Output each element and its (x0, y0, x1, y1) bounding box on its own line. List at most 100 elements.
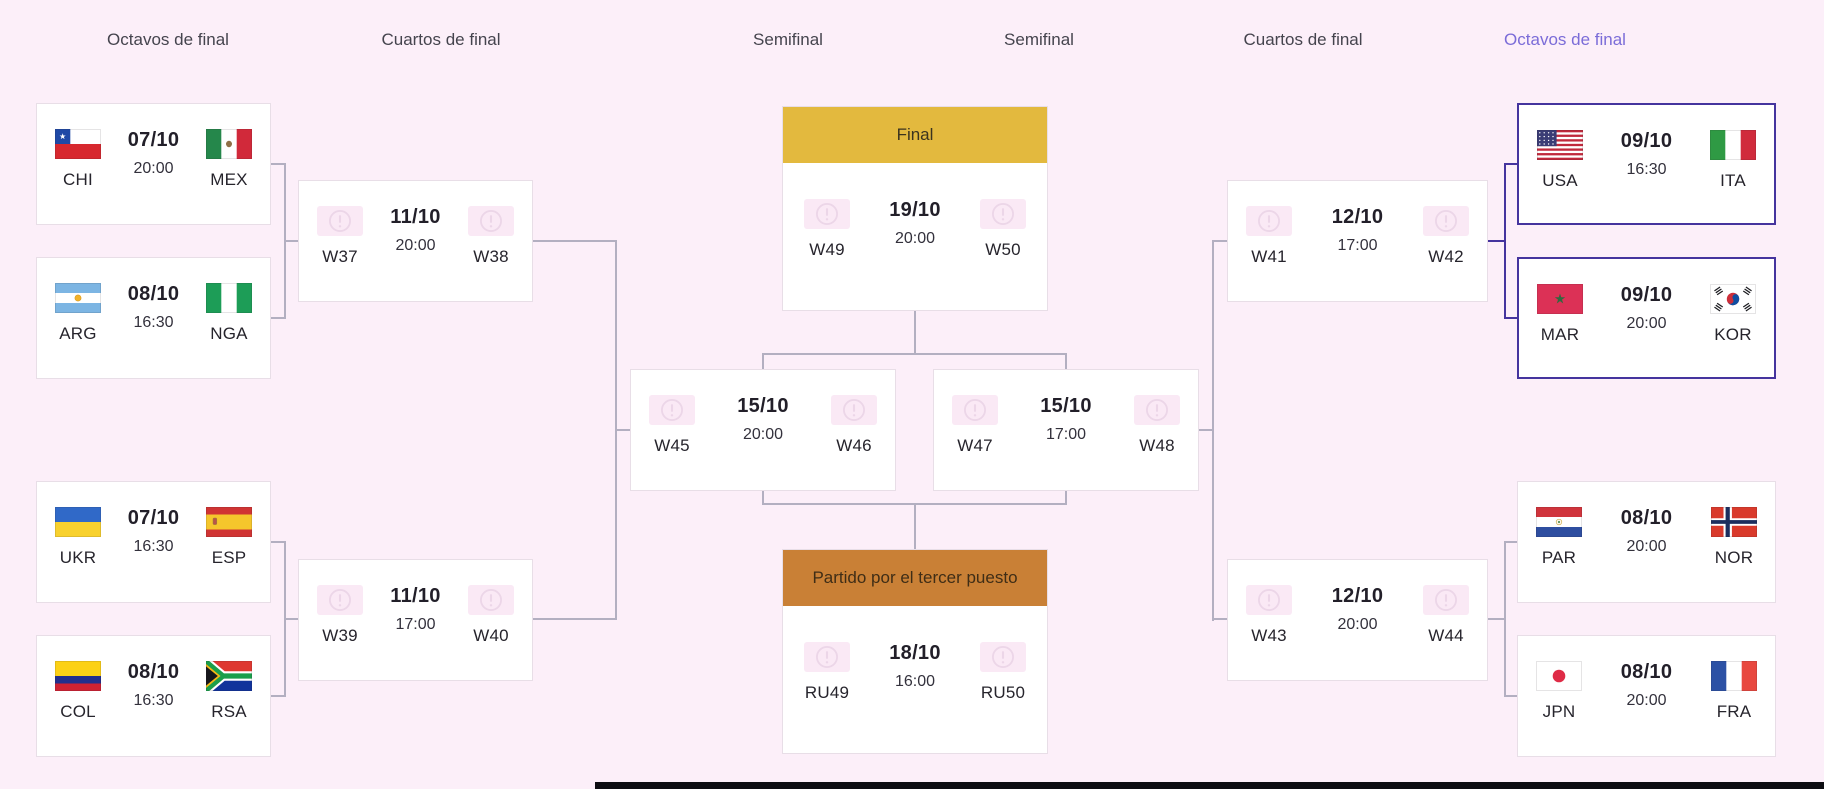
match-time: 20:00 (1337, 616, 1378, 633)
match-time: 17:00 (1337, 237, 1378, 254)
match-date: 08/10 (127, 283, 180, 305)
italy-flag-icon (1710, 130, 1756, 160)
connector-line (1506, 695, 1517, 697)
connector-line (284, 541, 286, 697)
connector-line (1199, 429, 1213, 431)
bottom-edge-bar (595, 782, 1824, 789)
team-code: JPN (1542, 702, 1576, 721)
mexico-flag-icon (206, 129, 252, 159)
morocco-flag-icon (1537, 284, 1583, 314)
connector-line (1214, 618, 1227, 620)
ukraine-flag-icon (55, 507, 101, 537)
match-time: 16:30 (133, 692, 174, 709)
round-header-semifinal-right[interactable]: Semifinal (1004, 30, 1074, 49)
team-code: ITA (1720, 171, 1746, 190)
team-code: USA (1542, 171, 1578, 190)
round-header-cuartos-left[interactable]: Cuartos de final (381, 30, 501, 49)
match-date: 12/10 (1331, 206, 1384, 228)
paraguay-flag-icon (1536, 507, 1582, 537)
norway-flag-icon (1711, 507, 1757, 537)
team-code: PAR (1541, 548, 1577, 567)
match-date: 09/10 (1620, 284, 1673, 306)
team-code: W50 (985, 240, 1021, 259)
argentina-flag-icon (55, 283, 101, 313)
team-code: UKR (59, 548, 97, 567)
round-header-octavos-right-active[interactable]: Octavos de final (1504, 30, 1626, 49)
pending-team-icon (831, 395, 877, 425)
match-date: 19/10 (889, 199, 941, 221)
match-date: 18/10 (889, 642, 941, 664)
round-header-octavos-left[interactable]: Octavos de final (107, 30, 229, 49)
team-code: RU50 (980, 683, 1026, 702)
connector-line (762, 353, 1067, 355)
match-time: 20:00 (1626, 692, 1667, 709)
team-code: NGA (210, 324, 248, 343)
connector-line (271, 163, 286, 165)
match-time: 20:00 (395, 237, 436, 254)
team-code: W49 (809, 240, 845, 259)
pending-team-icon (317, 585, 363, 615)
team-code: W37 (322, 247, 358, 266)
match-time: 20:00 (133, 160, 174, 177)
connector-line (762, 353, 764, 369)
team-code: FRA (1716, 702, 1752, 721)
match-date: 09/10 (1620, 130, 1673, 152)
round-header-cuartos-right[interactable]: Cuartos de final (1243, 30, 1363, 49)
connector-line (1065, 353, 1067, 369)
pending-team-icon (467, 585, 514, 615)
team-code: CHI (63, 170, 93, 189)
connector-line (615, 240, 617, 620)
match-date: 12/10 (1331, 585, 1384, 607)
usa-flag-icon (1537, 130, 1583, 160)
pending-team-icon (804, 642, 850, 672)
match-card-par-nor[interactable]: PAR 08/10 20:00 NOR (1517, 481, 1776, 603)
team-code: W45 (654, 436, 690, 455)
team-code: W38 (473, 247, 509, 266)
connector-line (286, 240, 298, 242)
connector-line-highlighted (1506, 163, 1517, 165)
third-place-banner: Partido por el tercer puesto (783, 550, 1047, 606)
connector-line (1214, 240, 1227, 242)
team-code: W48 (1139, 436, 1175, 455)
match-date: 08/10 (1620, 507, 1673, 529)
japan-flag-icon (1536, 661, 1582, 691)
colombia-flag-icon (55, 661, 101, 691)
match-date: 15/10 (737, 395, 789, 417)
match-card-final[interactable]: Final W49 19/10 20:00 W50 (782, 106, 1048, 311)
connector-line (286, 618, 298, 620)
final-banner: Final (783, 107, 1047, 163)
match-date: 08/10 (1620, 661, 1673, 683)
team-code: KOR (1714, 325, 1752, 344)
team-code: W42 (1428, 247, 1464, 266)
connector-line (914, 309, 916, 353)
match-time: 20:00 (1626, 538, 1667, 555)
match-time: 17:00 (395, 616, 436, 633)
team-code: W40 (473, 626, 509, 645)
pending-team-icon (317, 206, 363, 236)
pending-team-icon (467, 206, 514, 236)
match-time: 20:00 (894, 230, 936, 247)
match-date: 15/10 (1040, 395, 1092, 417)
connector-line (1065, 490, 1067, 505)
team-code: W46 (836, 436, 872, 455)
match-card-jpn-fra[interactable]: JPN 08/10 20:00 FRA (1517, 635, 1776, 757)
match-date: 07/10 (127, 129, 180, 151)
team-code: NOR (1714, 548, 1754, 567)
connector-line-highlighted (1506, 317, 1517, 319)
connector-line (1504, 541, 1506, 697)
round-header-semifinal-left[interactable]: Semifinal (753, 30, 823, 49)
team-code: W43 (1251, 626, 1287, 645)
